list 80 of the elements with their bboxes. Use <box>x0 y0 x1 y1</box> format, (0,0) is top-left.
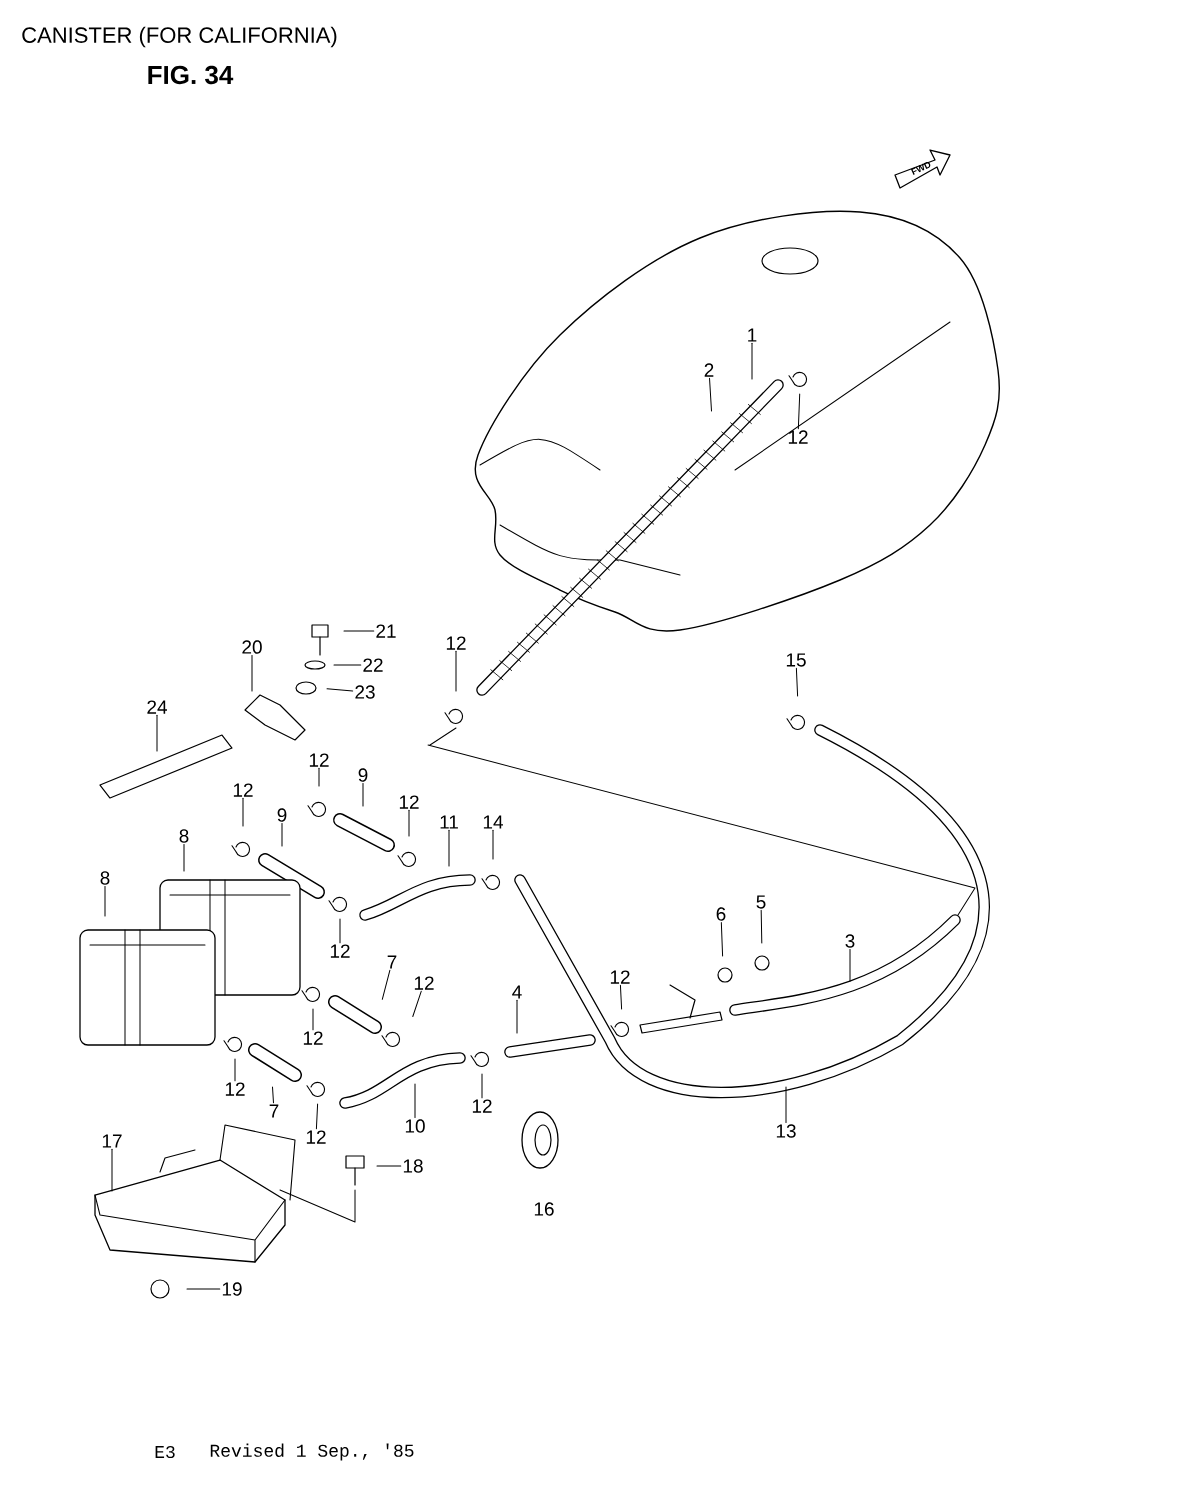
leader-line <box>326 688 354 692</box>
callout-number: 12 <box>225 1082 245 1096</box>
leader-line <box>797 393 801 430</box>
callout-number: 7 <box>387 955 397 969</box>
leader-line <box>720 921 724 957</box>
leader-line <box>455 650 457 692</box>
leader-line <box>751 342 753 380</box>
leader-line <box>242 797 244 827</box>
callout-number: 12 <box>414 976 434 990</box>
callout-number: 18 <box>403 1159 423 1173</box>
leader-line <box>760 909 763 944</box>
leader-line <box>318 767 320 787</box>
leader-line <box>376 1165 402 1167</box>
callout-number: 9 <box>277 808 287 822</box>
callout-number: 24 <box>147 700 167 714</box>
leader-line <box>448 829 450 867</box>
callout-number: 6 <box>716 907 726 921</box>
callout-number: 12 <box>306 1130 326 1144</box>
callout-number: 1 <box>748 328 757 342</box>
leader-line <box>412 990 422 1017</box>
callout-number: 10 <box>405 1119 425 1133</box>
callout-number: 14 <box>483 815 503 829</box>
callout-number: 12 <box>446 636 466 650</box>
model-code: E3 <box>155 1445 175 1459</box>
leader-line <box>619 984 623 1010</box>
title: CANISTER (FOR CALIFORNIA) <box>22 26 337 48</box>
leader-line <box>251 654 253 692</box>
leader-line <box>281 822 283 847</box>
leader-line <box>343 630 375 632</box>
callout-number: 7 <box>269 1104 279 1118</box>
leader-line <box>785 1086 787 1124</box>
leader-line <box>849 948 851 982</box>
callout-number: 5 <box>756 895 766 909</box>
callout-number: 12 <box>233 783 253 797</box>
leader-line <box>156 714 158 752</box>
callout-number: 20 <box>242 640 262 654</box>
leader-line <box>312 1008 314 1031</box>
leader-line <box>516 999 518 1034</box>
callout-number: 16 <box>534 1202 554 1216</box>
callout-number: 22 <box>363 658 383 672</box>
callout-number: 17 <box>102 1134 122 1148</box>
callout-number: 12 <box>610 970 630 984</box>
callout-number: 12 <box>472 1099 492 1113</box>
leader-line <box>408 809 410 837</box>
callout-number: 9 <box>358 768 368 782</box>
callout-number: 4 <box>512 985 522 999</box>
leader-line <box>234 1058 236 1082</box>
callout-number: 12 <box>309 753 329 767</box>
callout-number: 12 <box>303 1031 323 1045</box>
leader-line <box>111 1148 113 1192</box>
leader-line <box>481 1073 483 1099</box>
callout-number: 8 <box>100 871 110 885</box>
leader-line <box>315 1103 319 1130</box>
leader-line <box>339 918 341 944</box>
leader-line <box>183 843 185 872</box>
revision-note: Revised 1 Sep., '85 <box>210 1443 414 1461</box>
callout-number: 12 <box>788 430 808 444</box>
fig-number: FIG. 34 <box>148 65 234 85</box>
callout-number: 13 <box>776 1124 796 1138</box>
leader-line <box>362 782 364 807</box>
leader-line <box>272 1086 274 1104</box>
callout-number: 15 <box>786 653 806 667</box>
callout-number: 12 <box>399 795 419 809</box>
leader-line <box>104 885 106 917</box>
callout-number: 8 <box>179 829 189 843</box>
leader-line <box>414 1083 416 1119</box>
leader-line <box>381 969 391 1000</box>
callout-number: 2 <box>704 363 714 377</box>
callout-number: 19 <box>222 1282 242 1296</box>
callout-number: 11 <box>440 815 458 829</box>
fwd-label: FWD <box>910 162 931 175</box>
leader-line <box>333 664 362 666</box>
leader-line <box>709 377 712 412</box>
callout-number: 23 <box>355 685 375 699</box>
leader-line <box>492 829 494 860</box>
leader-line <box>186 1288 221 1290</box>
callout-number: 21 <box>376 624 396 638</box>
callout-number: 3 <box>845 934 855 948</box>
leader-line <box>795 667 799 697</box>
callout-number: 12 <box>330 944 350 958</box>
